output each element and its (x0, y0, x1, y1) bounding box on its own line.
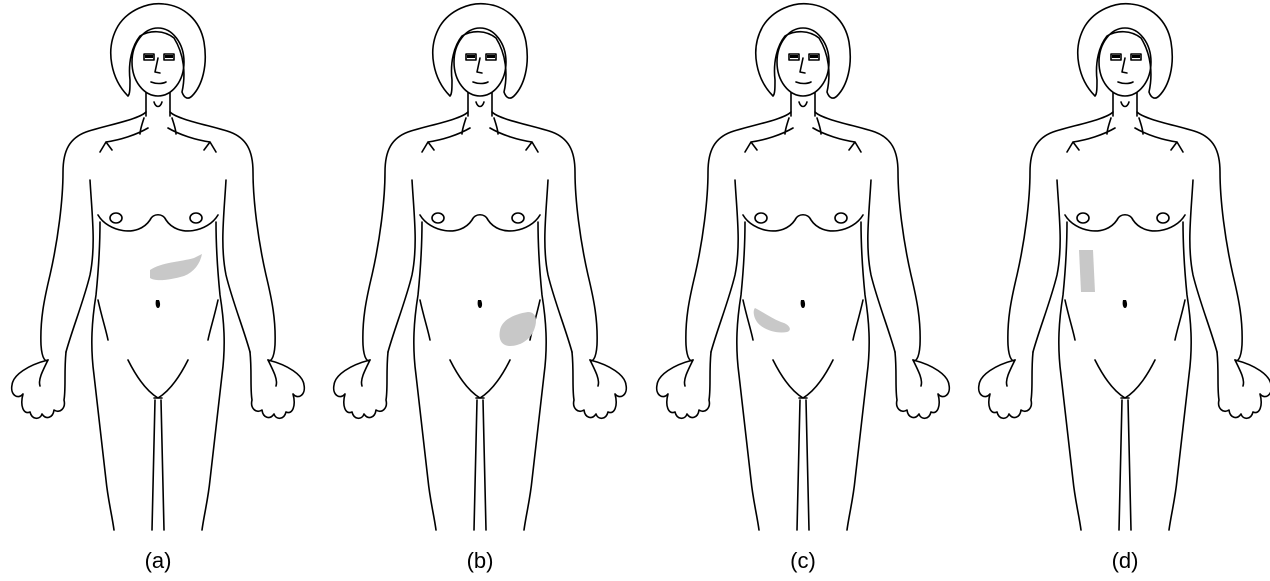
panel-label: (a) (145, 548, 172, 573)
panel-label: (b) (467, 548, 494, 573)
panel-d: (d) (979, 4, 1270, 573)
body-outline (334, 4, 627, 530)
body-outline (657, 4, 950, 530)
panel-b: (b) (334, 4, 627, 573)
panel-label: (c) (790, 548, 816, 573)
panel-c: (c) (657, 4, 950, 573)
highlighted-region (499, 312, 536, 346)
panel-label: (d) (1112, 548, 1139, 573)
body-outline (979, 4, 1270, 530)
highlighted-region (1079, 250, 1095, 292)
panel-a: (a) (12, 4, 305, 573)
highlighted-region (150, 254, 202, 280)
highlighted-region (754, 308, 790, 333)
